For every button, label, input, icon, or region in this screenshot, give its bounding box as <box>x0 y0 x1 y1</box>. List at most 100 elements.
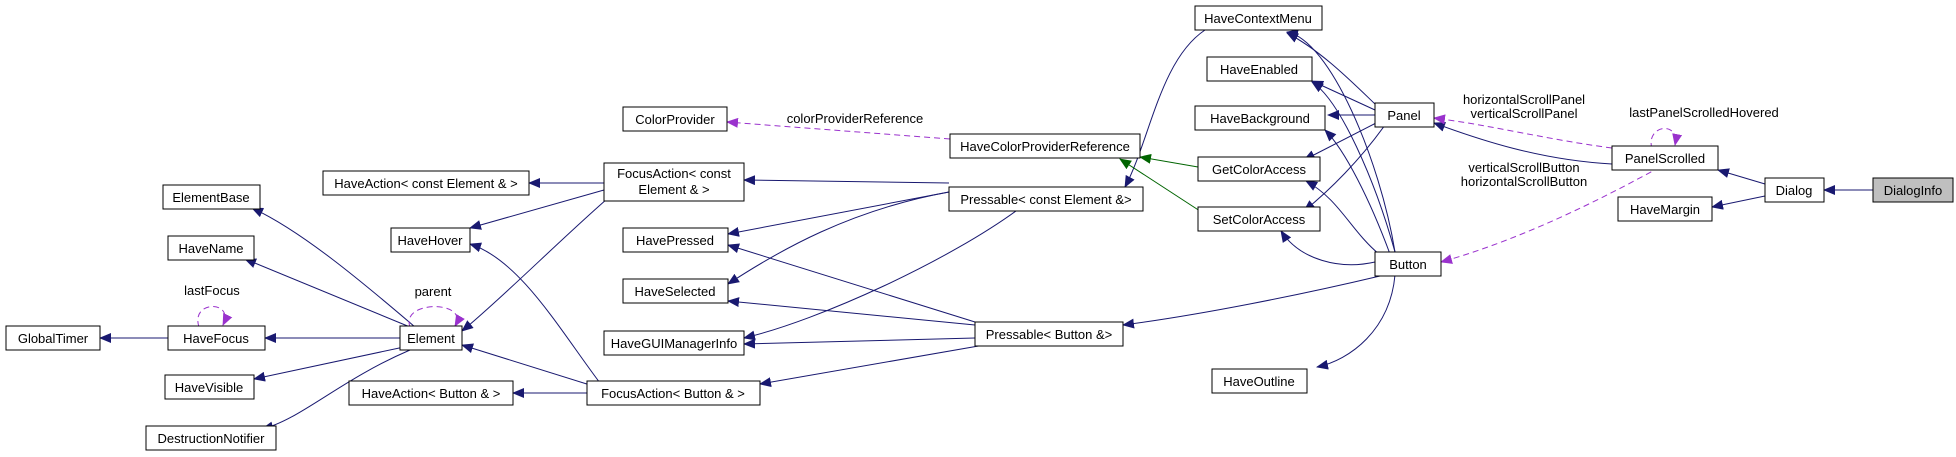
svg-text:Dialog: Dialog <box>1776 183 1813 198</box>
node-destructionnotifier[interactable]: DestructionNotifier <box>145 425 277 451</box>
edge-panel-panelscrolled <box>1433 122 1613 165</box>
edge-havecolorproviderref-setcoloraccess <box>1119 158 1204 214</box>
edge-parent <box>408 306 465 328</box>
node-havemargin[interactable]: HaveMargin <box>1617 196 1713 222</box>
edge-labels: colorProviderReference horizontalScrollP… <box>184 92 1779 299</box>
edge-pressablebutton-button <box>1122 275 1381 329</box>
svg-text:HaveOutline: HaveOutline <box>1223 374 1295 389</box>
node-havecolorproviderreference[interactable]: HaveColorProviderReference <box>949 133 1141 159</box>
edge-haveguimanagerinfo-pressableconst <box>743 207 1021 341</box>
label-horizontalscrollbutton: horizontalScrollButton <box>1461 174 1587 189</box>
node-havehover[interactable]: HaveHover <box>390 227 471 253</box>
node-globaltimer[interactable]: GlobalTimer <box>5 325 101 351</box>
edge-focusactionconst-pressableconst <box>743 175 950 186</box>
edge-havemargin-dialog <box>1711 195 1766 210</box>
edge-havehover-focusactionconst <box>469 189 605 230</box>
svg-text:Panel: Panel <box>1387 108 1420 123</box>
label-colorproviderreference: colorProviderReference <box>787 111 924 126</box>
edge-havecontextmenu-pressableconst <box>1124 29 1206 188</box>
edge-havename-element <box>244 258 411 328</box>
svg-text:HaveFocus: HaveFocus <box>183 331 249 346</box>
node-haveenabled[interactable]: HaveEnabled <box>1206 56 1313 82</box>
svg-text:HaveAction< const Element & >: HaveAction< const Element & > <box>334 176 518 191</box>
svg-text:Pressable< Button &>: Pressable< Button &> <box>986 327 1112 342</box>
svg-text:SetColorAccess: SetColorAccess <box>1213 212 1306 227</box>
edge-element-focusactionconst <box>461 198 608 332</box>
node-panel[interactable]: Panel <box>1374 102 1435 128</box>
edge-colorproviderreference <box>726 117 951 140</box>
svg-text:GetColorAccess: GetColorAccess <box>1212 162 1306 177</box>
edge-getcoloraccess-panel <box>1303 121 1379 161</box>
node-dialoginfo[interactable]: DialogInfo <box>1872 177 1954 203</box>
node-pressable-const-element[interactable]: Pressable< const Element &> <box>948 186 1144 212</box>
node-havename[interactable]: HaveName <box>167 235 255 261</box>
svg-text:Element & >: Element & > <box>638 182 709 197</box>
svg-text:DialogInfo: DialogInfo <box>1884 183 1943 198</box>
svg-text:HaveColorProviderReference: HaveColorProviderReference <box>960 139 1130 154</box>
svg-text:HaveGUIManagerInfo: HaveGUIManagerInfo <box>611 336 737 351</box>
edge-lastpanelscrolledhovered <box>1650 128 1683 150</box>
svg-text:HaveBackground: HaveBackground <box>1210 111 1310 126</box>
edge-havehover-focusactionbutton <box>469 242 601 384</box>
label-lastfocus: lastFocus <box>184 283 240 298</box>
node-haveguimanagerinfo[interactable]: HaveGUIManagerInfo <box>603 330 745 356</box>
node-focusaction-const-element[interactable]: FocusAction< const Element & > <box>603 162 745 202</box>
node-focusaction-button[interactable]: FocusAction< Button & > <box>586 380 761 406</box>
edge-focusactionbutton-pressablebutton <box>759 343 991 388</box>
svg-text:DestructionNotifier: DestructionNotifier <box>158 431 266 446</box>
node-setcoloraccess[interactable]: SetColorAccess <box>1197 206 1321 232</box>
node-havepressed[interactable]: HavePressed <box>622 227 729 253</box>
node-havefocus[interactable]: HaveFocus <box>167 325 266 351</box>
node-colorprovider[interactable]: ColorProvider <box>622 106 728 132</box>
svg-text:Button: Button <box>1389 257 1427 272</box>
edges <box>99 29 1873 432</box>
node-haveaction-const-element[interactable]: HaveAction< const Element & > <box>322 170 530 196</box>
svg-text:HaveSelected: HaveSelected <box>635 284 716 299</box>
edge-havevisible-element <box>253 346 405 382</box>
svg-text:HavePressed: HavePressed <box>636 233 714 248</box>
edge-haveoutline-button <box>1316 274 1396 370</box>
svg-text:HaveMargin: HaveMargin <box>1630 202 1700 217</box>
node-button[interactable]: Button <box>1374 251 1442 277</box>
edge-element-focusactionbutton <box>461 343 591 386</box>
node-havevisible[interactable]: HaveVisible <box>164 374 255 400</box>
node-panelscrolled[interactable]: PanelScrolled <box>1611 145 1719 171</box>
edge-havecolorproviderref-getcoloraccess <box>1139 153 1199 168</box>
edge-panelscrolled-dialog <box>1717 168 1766 185</box>
edge-havepressed-pressablebutton <box>727 243 976 323</box>
svg-text:FocusAction< const: FocusAction< const <box>617 166 731 181</box>
edge-getcoloraccess-button <box>1305 180 1381 256</box>
edge-haveselected-pressableconst <box>727 191 950 285</box>
svg-text:ElementBase: ElementBase <box>172 190 249 205</box>
edge-havepressed-pressableconst <box>727 191 950 237</box>
edge-haveselected-pressablebutton <box>727 297 976 326</box>
edge-lastfocus <box>197 306 233 328</box>
node-elementbase[interactable]: ElementBase <box>162 184 261 210</box>
node-haveaction-button[interactable]: HaveAction< Button & > <box>348 380 514 406</box>
edge-havecontextmenu-button <box>1286 29 1396 253</box>
svg-text:GlobalTimer: GlobalTimer <box>18 331 89 346</box>
node-dialog[interactable]: Dialog <box>1764 177 1825 203</box>
svg-text:HaveName: HaveName <box>178 241 243 256</box>
svg-text:FocusAction< Button & >: FocusAction< Button & > <box>601 386 745 401</box>
node-element[interactable]: Element <box>399 325 463 351</box>
svg-text:HaveHover: HaveHover <box>397 233 463 248</box>
svg-text:ColorProvider: ColorProvider <box>635 112 715 127</box>
nodes: DialogInfo Dialog PanelScrolled HaveMarg… <box>5 5 1954 451</box>
label-lastpanelscrolledhovered: lastPanelScrolledHovered <box>1629 105 1779 120</box>
node-haveselected[interactable]: HaveSelected <box>622 278 729 304</box>
label-verticalscrollbutton: verticalScrollButton <box>1468 160 1579 175</box>
node-havecontextmenu[interactable]: HaveContextMenu <box>1194 5 1323 31</box>
node-getcoloraccess[interactable]: GetColorAccess <box>1197 156 1321 182</box>
edge-setcoloraccess-panel <box>1303 124 1386 212</box>
node-haveoutline[interactable]: HaveOutline <box>1211 368 1308 394</box>
edge-haveguimanagerinfo-pressablebutton <box>743 337 976 349</box>
label-verticalscrollpanel: verticalScrollPanel <box>1471 106 1578 121</box>
edge-setcoloraccess-button <box>1280 230 1376 266</box>
node-pressable-button[interactable]: Pressable< Button &> <box>974 321 1124 347</box>
svg-text:HaveContextMenu: HaveContextMenu <box>1204 11 1312 26</box>
edge-destructionnotifier-element <box>261 349 411 432</box>
node-havebackground[interactable]: HaveBackground <box>1194 105 1326 131</box>
svg-text:HaveAction< Button & >: HaveAction< Button & > <box>362 386 501 401</box>
